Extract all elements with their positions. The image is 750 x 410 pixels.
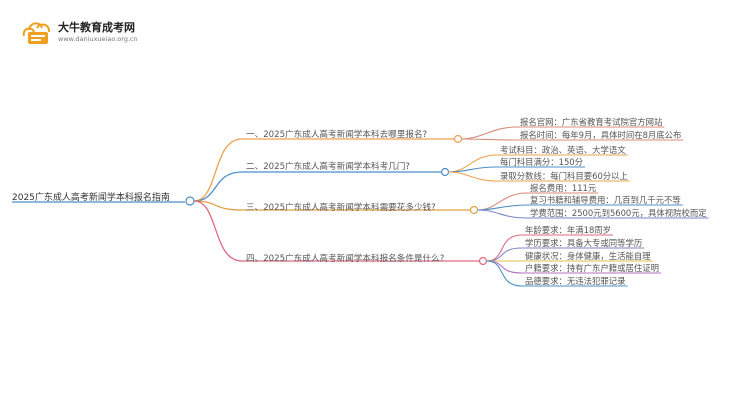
leaf-label-4-2: 学历要求：具备大专或同等学历 <box>525 238 643 248</box>
branch-label-4: 四、2025广东成人高考新闻学本科报名条件是什么? <box>246 254 445 264</box>
leaf-connector-4-5 <box>486 260 523 287</box>
root-node-dot <box>185 196 195 206</box>
branch-node-dot-3 <box>469 205 479 215</box>
leaf-label-1-2: 报名时间：每年9月，具体时间在8月底公布 <box>520 130 682 140</box>
leaf-connector-4-2 <box>486 247 523 262</box>
root-topic: 2025广东成人高考新闻学本科报名指南 <box>12 193 170 203</box>
leaf-label-2-1: 考试科目：政治、英语、大学语文 <box>500 145 626 155</box>
leaf-connector-4-4 <box>486 260 523 274</box>
leaf-label-2-2: 每门科目满分：150分 <box>500 157 583 167</box>
leaf-label-4-1: 年龄要求：年满18周岁 <box>525 225 612 235</box>
leaf-label-1-1: 报名官网：广东省教育考试院官方网站 <box>520 117 663 127</box>
leaf-connector-1-2 <box>461 138 518 141</box>
branch-node-dot-1 <box>453 134 463 144</box>
branch-connector-4 <box>193 200 243 262</box>
brand-url: www.daniuxueiao.org.cn <box>58 35 138 43</box>
branch-connector-1 <box>193 138 243 202</box>
leaf-connector-3-2 <box>477 204 528 211</box>
brand-logo-icon <box>22 22 51 44</box>
leaf-connector-3-3 <box>477 209 528 219</box>
leaf-label-2-3: 录取分数线：每门科目要60分以上 <box>500 171 628 181</box>
branch-node-dot-2 <box>440 167 450 177</box>
leaf-connector-2-2 <box>448 166 498 173</box>
branch-label-3: 三、2025广东成人高考新闻学本科需要花多少钱? <box>246 203 436 213</box>
leaf-label-3-2: 复习书籍和辅导费用：几百到几千元不等 <box>530 195 681 205</box>
leaf-label-4-5: 品德要求：无违法犯罪记录 <box>525 276 626 286</box>
brand-title: 大牛教育成考网 <box>58 21 135 34</box>
branch-label-2: 二、2025广东成人高考新闻学本科考几门? <box>246 162 410 172</box>
branch-label-1: 一、2025广东成人高考新闻学本科去哪里报名? <box>246 130 428 140</box>
leaf-label-3-3: 学费范围：2500元到5600元，具体视院校而定 <box>530 208 707 218</box>
leaf-label-4-3: 健康状况：身体健康，生活能自理 <box>525 251 651 261</box>
leaf-label-3-1: 报名费用：111元 <box>530 183 597 193</box>
branch-connector-3 <box>193 200 243 211</box>
branch-node-dot-4 <box>478 256 488 266</box>
leaf-connector-1-1 <box>461 126 518 140</box>
leaf-label-4-4: 户籍要求：持有广东户籍或居住证明 <box>525 263 659 273</box>
branch-connector-2 <box>193 171 243 202</box>
leaf-connector-2-3 <box>448 171 498 182</box>
